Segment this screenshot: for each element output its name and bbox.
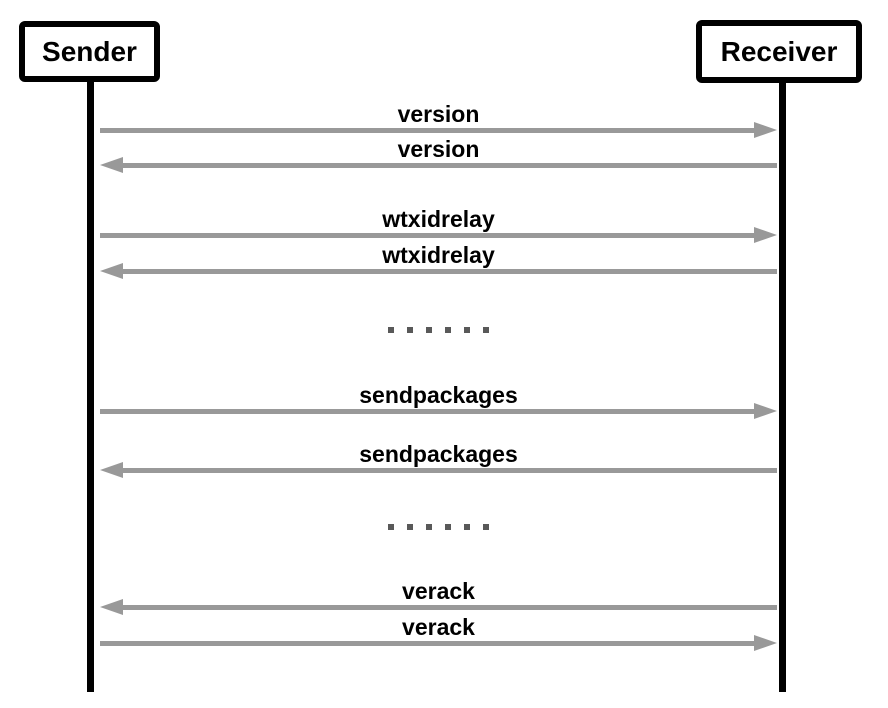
ellipsis-dot (483, 524, 489, 530)
ellipsis-dot (426, 524, 432, 530)
actor-box-sender: Sender (19, 21, 160, 82)
message-arrow-line (100, 128, 758, 133)
ellipsis-dot (407, 327, 413, 333)
message-arrowhead-right (754, 227, 777, 243)
message-label: sendpackages (359, 382, 518, 408)
lifeline-sender (87, 80, 94, 692)
message-arrow-line (100, 233, 758, 238)
message-arrowhead-right (754, 122, 777, 138)
message-label: sendpackages (359, 441, 518, 467)
ellipsis-dots (100, 524, 777, 530)
message-arrow-line (119, 163, 777, 168)
message-label: wtxidrelay (382, 242, 495, 268)
lifeline-receiver (779, 81, 786, 692)
message-arrowhead-left (100, 599, 123, 615)
message-label: wtxidrelay (382, 206, 495, 232)
message-arrowhead-left (100, 462, 123, 478)
ellipsis-dot (445, 327, 451, 333)
message-arrowhead-right (754, 403, 777, 419)
ellipsis-dot (407, 524, 413, 530)
actor-label-receiver: Receiver (720, 35, 838, 67)
message-arrow-line (119, 468, 777, 473)
ellipsis-dot (464, 524, 470, 530)
message-arrow-line (100, 409, 758, 414)
ellipsis-dots (100, 327, 777, 333)
actor-box-receiver: Receiver (696, 20, 862, 83)
message-arrowhead-left (100, 263, 123, 279)
message-label: version (397, 101, 480, 127)
ellipsis-dot (445, 524, 451, 530)
ellipsis-dot (388, 327, 394, 333)
ellipsis-dot (464, 327, 470, 333)
ellipsis-dot (483, 327, 489, 333)
message-arrowhead-right (754, 635, 777, 651)
message-arrow-line (100, 641, 758, 646)
message-label: verack (402, 614, 475, 640)
message-arrowhead-left (100, 157, 123, 173)
message-label: verack (402, 578, 475, 604)
message-arrow-line (119, 605, 777, 610)
message-arrow-line (119, 269, 777, 274)
message-label: version (397, 136, 480, 162)
actor-label-sender: Sender (42, 35, 137, 67)
ellipsis-dot (388, 524, 394, 530)
ellipsis-dot (426, 327, 432, 333)
